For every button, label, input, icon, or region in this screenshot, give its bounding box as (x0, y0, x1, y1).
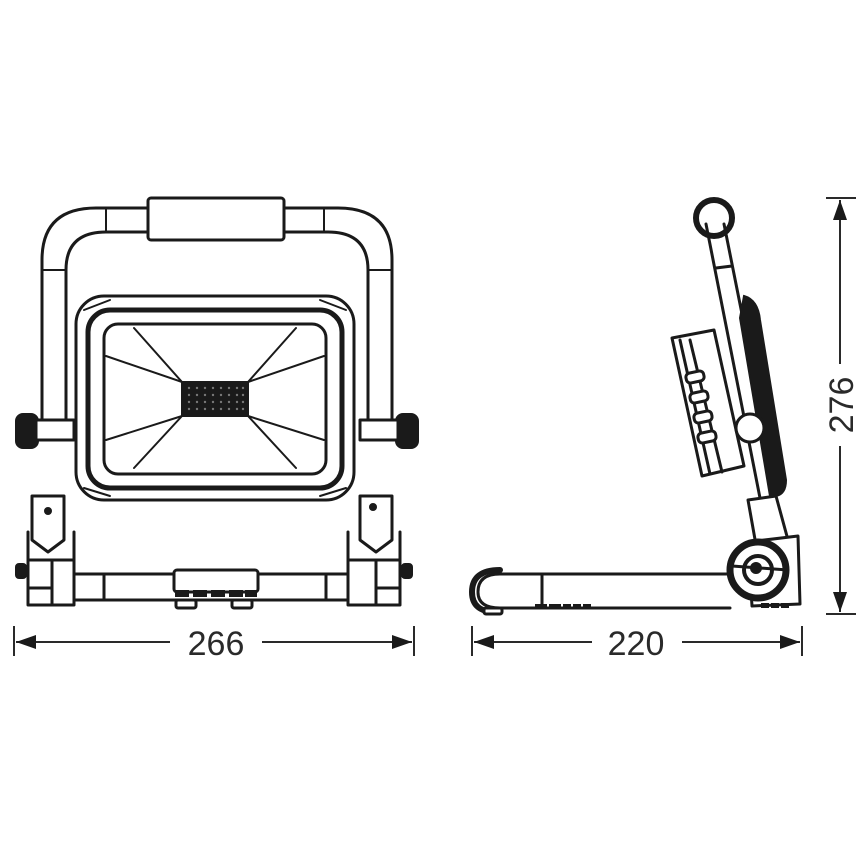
dimension-height: 276 (823, 197, 861, 615)
front-view (15, 196, 419, 610)
side-view (469, 197, 802, 616)
side-lower-arm (746, 494, 790, 547)
led-dots (187, 386, 245, 411)
left-hinge (30, 494, 66, 554)
handle-frame-inner (64, 230, 370, 427)
lamp-housing-bezel (85, 307, 345, 491)
side-rear-housing (738, 294, 788, 497)
base-switch-buttons (174, 590, 257, 610)
top-grip (146, 196, 286, 242)
lamp-housing-outer (74, 294, 356, 502)
dimension-depth: 220 (471, 625, 803, 663)
side-base-foot (476, 572, 732, 610)
reflector-lines (105, 327, 325, 469)
left-knob-shaft (34, 418, 76, 442)
lamp-lens (102, 322, 328, 476)
led-array (181, 381, 249, 417)
dimension-width: 266 (13, 625, 415, 663)
right-hinge (358, 494, 394, 554)
side-base-vents (535, 604, 591, 609)
base-switch-block (172, 568, 260, 594)
right-foot (346, 530, 402, 607)
dimension-width-label: 266 (188, 625, 245, 663)
side-front-housing (670, 328, 746, 478)
right-knob-shaft (358, 418, 400, 442)
handle-frame-outer (40, 206, 394, 427)
dimension-height-label: 276 (823, 377, 861, 434)
dimension-depth-label: 220 (608, 625, 665, 663)
side-fins (684, 369, 718, 445)
left-foot (26, 530, 76, 607)
side-pivot-knob (734, 412, 766, 444)
